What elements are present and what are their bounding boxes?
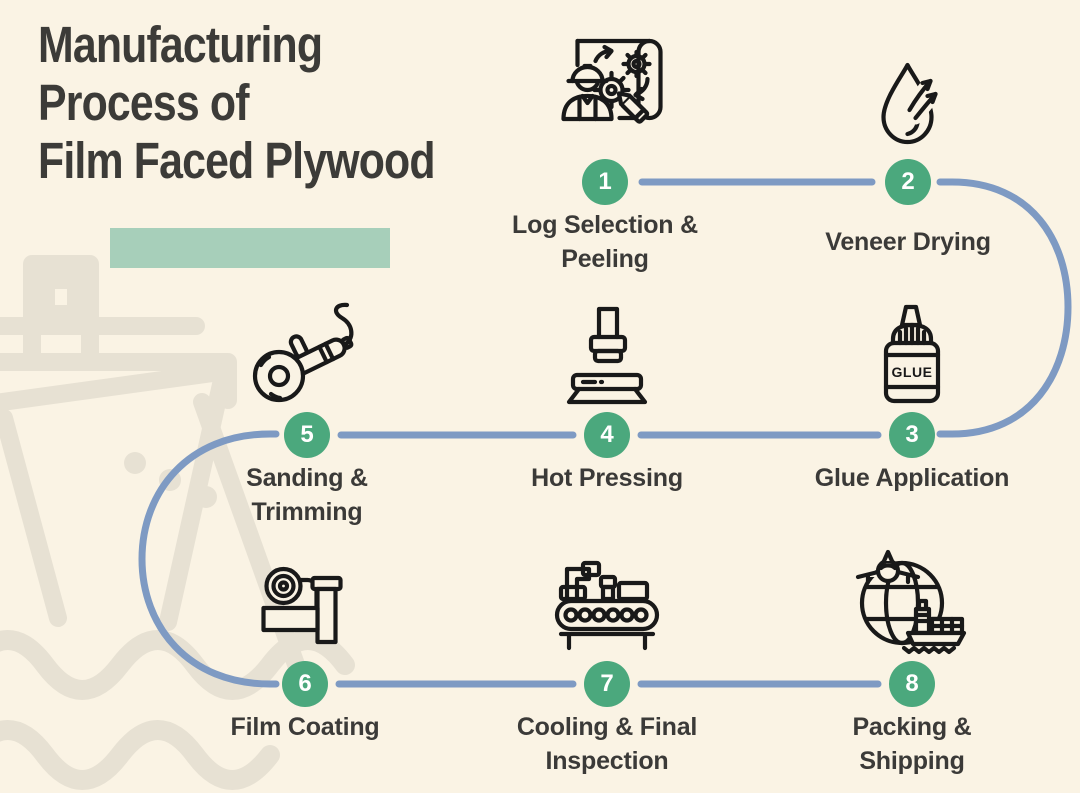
title-line-2: Process of [38,74,249,132]
step-number-badge: 4 [584,412,630,458]
step-number: 4 [600,421,614,448]
step-number: 2 [901,168,915,195]
drying-drop-icon [871,58,946,150]
film-roll-icon [258,564,353,652]
engineer-blueprint-icon [538,29,673,154]
step-number: 5 [300,421,314,448]
ship-watermark-image [0,255,355,790]
step-label: Hot Pressing [531,464,683,492]
glue-label-text: GLUE [892,364,933,380]
step-label: Sanding & Trimming [246,464,368,526]
step-label: Glue Application [814,464,1010,492]
step-number: 7 [600,670,614,697]
hot-press-icon [561,303,653,405]
glue-bottle-icon: GLUE [880,303,944,405]
step-number: 1 [598,168,612,195]
step-label: Log Selection & Peeling [512,211,698,273]
step-number-badge: 6 [282,661,328,707]
angle-grinder-icon [251,302,363,407]
step-number-badge: 3 [889,412,935,458]
step-number-badge: 1 [582,159,628,205]
step-number-badge: 7 [584,661,630,707]
step-number-badge: 2 [885,159,931,205]
step-label: Cooling & Final Inspection [516,713,698,775]
title-line-3: Film Faced Plywood [38,132,436,190]
title-accent-bar [110,228,390,268]
global-logistics-icon [852,549,972,659]
bottom-edge-strip [0,793,1080,800]
title-line-1: Manufacturing [38,16,323,73]
step-number-badge: 5 [284,412,330,458]
step-label: Packing & Shipping [852,713,972,775]
step-number: 3 [905,421,919,448]
step-label: Film Coating [230,713,380,741]
step-number: 6 [298,670,312,697]
conveyor-inspection-icon [553,555,661,651]
step-number-badge: 8 [889,661,935,707]
page-title: Manufacturing Process of Film Faced Plyw… [38,16,436,190]
step-label: Veneer Drying [825,228,991,256]
step-number: 8 [905,670,919,697]
